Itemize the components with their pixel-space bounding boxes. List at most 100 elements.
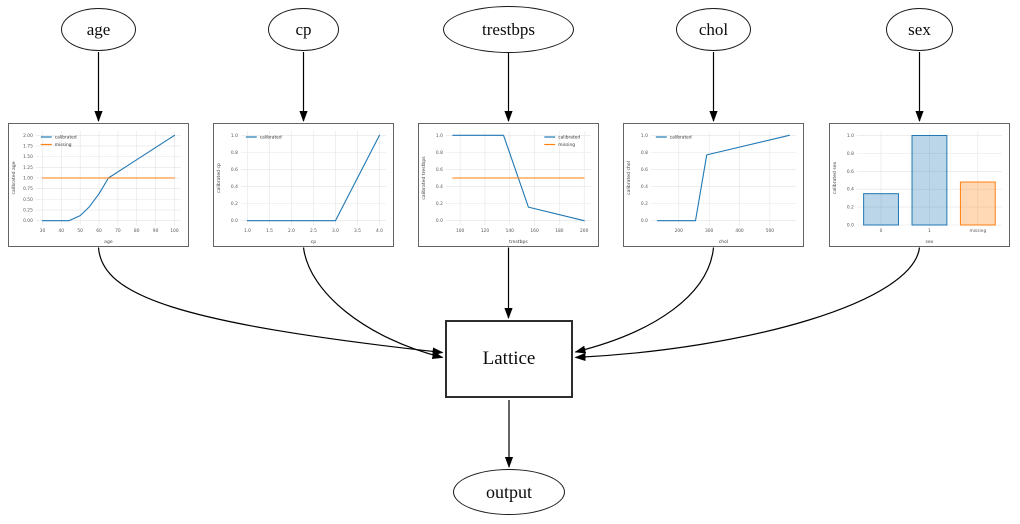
svg-text:0: 0 bbox=[880, 228, 883, 234]
svg-text:0.0: 0.0 bbox=[231, 218, 238, 224]
svg-text:1.0: 1.0 bbox=[847, 133, 854, 139]
svg-text:2.5: 2.5 bbox=[310, 228, 317, 234]
svg-text:trestbps: trestbps bbox=[509, 239, 528, 245]
svg-text:0.8: 0.8 bbox=[436, 150, 443, 156]
svg-text:500: 500 bbox=[766, 228, 775, 234]
svg-text:0.4: 0.4 bbox=[847, 187, 854, 193]
svg-text:calibrated trestbps: calibrated trestbps bbox=[421, 156, 427, 200]
svg-text:80: 80 bbox=[134, 228, 140, 234]
svg-text:0.8: 0.8 bbox=[847, 151, 854, 157]
svg-text:200: 200 bbox=[675, 228, 684, 234]
svg-text:chol: chol bbox=[719, 239, 728, 245]
svg-text:4.0: 4.0 bbox=[376, 228, 383, 234]
svg-text:0.6: 0.6 bbox=[641, 167, 648, 173]
input-node-sex-label: sex bbox=[908, 19, 931, 39]
svg-text:400: 400 bbox=[735, 228, 744, 234]
svg-text:missing: missing bbox=[558, 142, 575, 148]
svg-text:0.6: 0.6 bbox=[436, 167, 443, 173]
calibrator-chart-chol: 200 300 400 500 0.0 0.2 0.4 0.6 0.8 1.0 chol calibr… bbox=[623, 123, 804, 247]
svg-text:calibrated: calibrated bbox=[670, 135, 692, 141]
svg-text:30: 30 bbox=[40, 228, 46, 234]
input-node-trestbps-label: trestbps bbox=[482, 19, 535, 39]
svg-text:1.0: 1.0 bbox=[436, 133, 443, 139]
svg-text:calibrated cp: calibrated cp bbox=[216, 163, 222, 193]
svg-text:2.00: 2.00 bbox=[23, 133, 33, 139]
svg-text:0.50: 0.50 bbox=[23, 197, 33, 203]
svg-text:missing: missing bbox=[55, 142, 72, 148]
svg-text:1.00: 1.00 bbox=[23, 175, 33, 181]
edge-calibrator-sex-to-lattice bbox=[574, 247, 921, 362]
svg-text:70: 70 bbox=[115, 228, 121, 234]
svg-text:0.2: 0.2 bbox=[847, 205, 854, 211]
output-node: output bbox=[453, 469, 565, 515]
lattice-node-label: Lattice bbox=[482, 348, 536, 369]
input-node-cp-label: cp bbox=[295, 19, 312, 39]
svg-text:140: 140 bbox=[506, 228, 515, 234]
svg-text:sex: sex bbox=[926, 240, 934, 245]
svg-text:120: 120 bbox=[481, 228, 490, 234]
input-node-cp: cp bbox=[268, 8, 339, 51]
svg-text:1.75: 1.75 bbox=[23, 143, 33, 149]
input-node-chol: chol bbox=[676, 8, 751, 51]
svg-text:0.00: 0.00 bbox=[23, 218, 33, 224]
svg-text:0.4: 0.4 bbox=[436, 184, 443, 190]
edge-calibrator-chol-to-lattice bbox=[574, 247, 715, 354]
svg-text:0.8: 0.8 bbox=[641, 150, 648, 156]
svg-text:1.0: 1.0 bbox=[244, 228, 251, 234]
input-node-age: age bbox=[61, 8, 136, 51]
svg-text:0.8: 0.8 bbox=[231, 150, 238, 156]
svg-text:100: 100 bbox=[170, 228, 179, 234]
svg-text:cp: cp bbox=[311, 240, 317, 245]
svg-text:0.25: 0.25 bbox=[23, 208, 33, 214]
calibrator-chart-chol-svg: 200 300 400 500 0.0 0.2 0.4 0.6 0.8 1.0 chol calibr… bbox=[624, 124, 803, 246]
input-node-age-label: age bbox=[86, 19, 111, 39]
input-node-sex: sex bbox=[886, 8, 953, 51]
svg-text:calibrated sex: calibrated sex bbox=[832, 162, 838, 195]
svg-text:1.0: 1.0 bbox=[231, 133, 238, 139]
output-node-label: output bbox=[485, 481, 532, 502]
svg-text:3.0: 3.0 bbox=[332, 228, 339, 234]
svg-text:missing: missing bbox=[969, 228, 986, 234]
svg-text:0.0: 0.0 bbox=[436, 218, 443, 224]
svg-text:0.4: 0.4 bbox=[231, 184, 238, 190]
input-node-trestbps: trestbps bbox=[443, 6, 574, 53]
edge-calibrator-age-to-lattice bbox=[97, 247, 444, 356]
svg-text:160: 160 bbox=[530, 228, 539, 234]
svg-text:1.25: 1.25 bbox=[23, 165, 33, 171]
svg-text:0.75: 0.75 bbox=[23, 186, 33, 192]
plot-area: 200 300 400 500 0.0 0.2 0.4 0.6 0.8 1.0 chol calibr… bbox=[626, 131, 797, 245]
svg-text:0.2: 0.2 bbox=[641, 201, 648, 207]
svg-text:0.0: 0.0 bbox=[641, 218, 648, 224]
svg-text:calibrated: calibrated bbox=[558, 135, 580, 141]
svg-text:180: 180 bbox=[555, 228, 564, 234]
svg-text:0.2: 0.2 bbox=[231, 201, 238, 207]
svg-text:40: 40 bbox=[59, 228, 65, 234]
svg-text:0.4: 0.4 bbox=[641, 184, 648, 190]
svg-text:300: 300 bbox=[705, 228, 714, 234]
svg-text:calibrated: calibrated bbox=[260, 135, 282, 141]
svg-text:calibrated: calibrated bbox=[55, 135, 77, 141]
svg-text:0.6: 0.6 bbox=[231, 167, 238, 173]
svg-text:calibrated chol: calibrated chol bbox=[626, 161, 632, 195]
svg-text:1.5: 1.5 bbox=[266, 228, 273, 234]
lattice-node: Lattice bbox=[445, 320, 573, 398]
svg-text:0.6: 0.6 bbox=[847, 169, 854, 175]
edge-calibrator-cp-to-lattice bbox=[302, 247, 444, 360]
svg-text:60: 60 bbox=[96, 228, 102, 234]
svg-text:1: 1 bbox=[928, 228, 931, 234]
svg-text:200: 200 bbox=[580, 228, 589, 234]
svg-text:1.50: 1.50 bbox=[23, 154, 33, 160]
svg-text:1.0: 1.0 bbox=[641, 133, 648, 139]
